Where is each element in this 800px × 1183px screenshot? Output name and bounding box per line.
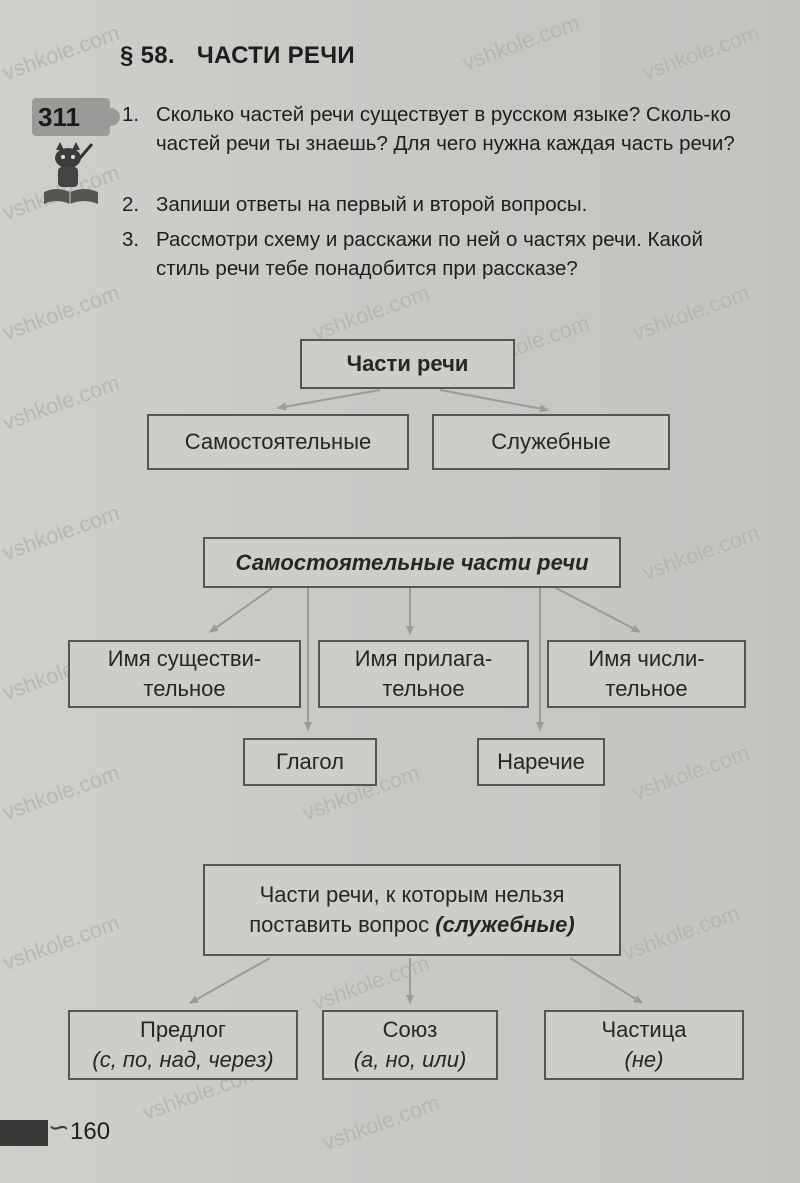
node-line: Имя числи-	[588, 646, 705, 671]
question-text: Сколько частей речи существует в русском…	[156, 103, 735, 155]
scheme2-node-noun: Имя существи- тельное	[68, 640, 301, 708]
page-number: 160	[70, 1118, 111, 1145]
question-2: 2. Запиши ответы на первый и второй вопр…	[122, 190, 752, 219]
scheme3-node-conjunction: Союз (а, но, или)	[322, 1010, 498, 1080]
section-number: § 58.	[120, 42, 175, 69]
question-3: 3. Рассмотри схему и расскажи по ней о ч…	[122, 225, 752, 283]
scheme3-root: Части речи, к которым нельзя поставить в…	[203, 864, 621, 956]
section-heading: § 58. ЧАСТИ РЕЧИ	[120, 42, 355, 70]
scheme2-node-adjective: Имя прилага- тельное	[318, 640, 529, 708]
node-name: Предлог	[140, 1017, 226, 1042]
arrow-line	[277, 389, 381, 411]
scheme2-node-numeral: Имя числи- тельное	[547, 640, 746, 708]
node-line: тельное	[605, 676, 688, 701]
node-line: тельное	[143, 676, 226, 701]
root-text-emphasis: (служебные)	[435, 912, 575, 937]
question-1: 1. Сколько частей речи существует в русс…	[122, 100, 752, 158]
question-number: 2.	[122, 193, 140, 216]
page-number-bar	[0, 1120, 48, 1146]
cat-reading-book-icon	[44, 142, 98, 204]
arrow-line	[209, 587, 273, 633]
scheme3-node-preposition: Предлог (с, по, над, через)	[68, 1010, 298, 1080]
arrow-line	[439, 389, 549, 413]
node-name: Союз	[382, 1017, 438, 1042]
scheme2-root: Самостоятельные части речи	[203, 537, 621, 588]
scheme3-node-particle: Частица (не)	[544, 1010, 744, 1080]
question-text: Запиши ответы на первый и второй вопросы…	[156, 193, 588, 216]
root-text-plain: поставить вопрос	[249, 912, 436, 937]
question-number: 3.	[122, 228, 140, 251]
exercise-number: 311	[38, 101, 80, 132]
node-line: тельное	[382, 676, 465, 701]
node-examples: (не)	[624, 1047, 664, 1072]
question-number: 1.	[122, 103, 140, 126]
node-line: Части речи, к которым нельзя	[259, 882, 565, 907]
node-name: Частица	[601, 1017, 687, 1042]
node-line: поставить вопрос (служебные)	[249, 910, 574, 940]
node-examples: (с, по, над, через)	[92, 1047, 274, 1072]
question-text: Рассмотри схему и расскажи по ней о част…	[156, 228, 703, 280]
node-line: Имя прилага-	[354, 646, 493, 671]
scheme1-root: Части речи	[300, 339, 515, 389]
scheme1-node-auxiliary: Служебные	[432, 414, 670, 470]
arrow-line	[569, 957, 643, 1004]
exercise-number-badge: 311	[32, 98, 120, 136]
scheme2-node-verb: Глагол	[243, 738, 377, 786]
node-examples: (а, но, или)	[353, 1047, 467, 1072]
scheme1-node-independent: Самостоятельные	[147, 414, 409, 470]
ornament-icon: ∽	[48, 1112, 70, 1142]
arrow-line	[189, 957, 271, 1004]
node-line: Имя существи-	[107, 646, 262, 671]
section-title: ЧАСТИ РЕЧИ	[196, 42, 355, 69]
arrow-line	[555, 587, 641, 633]
scheme2-node-adverb: Наречие	[477, 738, 605, 786]
